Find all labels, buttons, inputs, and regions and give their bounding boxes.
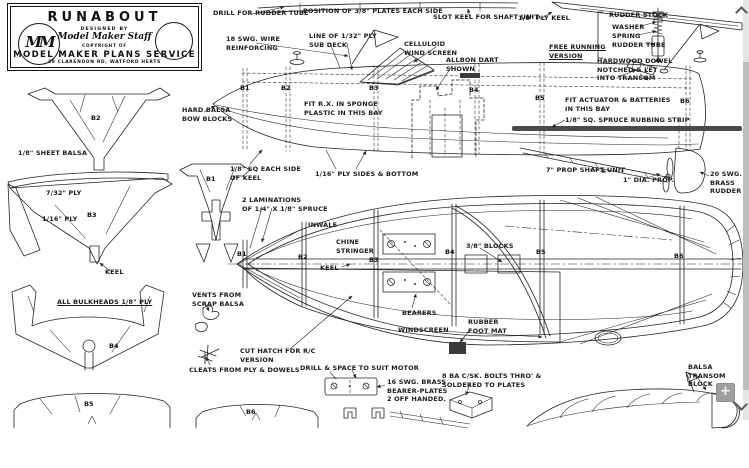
- annotation-label: 16 SWG. BRASS BEARER-PLATES 2 OFF HANDED…: [387, 378, 448, 404]
- part-label: B1: [237, 250, 247, 258]
- bolted-bracket-detail: [449, 391, 493, 419]
- title-block: RUNABOUT DESIGNED BY Model Maker Staff C…: [7, 3, 202, 71]
- part-label: B6: [674, 252, 684, 260]
- cleats-detail: [197, 344, 220, 365]
- annotation-label: LINE OF 1/32" PLY SUB DECK: [309, 32, 377, 49]
- part-label: B2: [298, 253, 308, 261]
- isometric-framing-view: [526, 371, 740, 429]
- annotation-label: WINDSCREEN: [398, 326, 449, 334]
- annotation-label: DRILL FOR RUDDER TUBE: [213, 9, 309, 17]
- rudder-hardware-detail: [597, 7, 720, 81]
- part-label: B2: [91, 114, 101, 122]
- annotation-label: 18 SWG. WIRE REINFORCING: [226, 35, 281, 52]
- annotation-label: BEARERS: [402, 309, 437, 317]
- annotation-label: SLOT KEEL FOR SHAFT UNIT: [433, 13, 539, 21]
- bulkhead-b6-section: [195, 404, 319, 429]
- annotation-label: 2 LAMINATIONS OF 1/4" X 1/8" SPRUCE: [242, 196, 328, 213]
- bent-plates-detail: [343, 407, 471, 429]
- part-label: B2: [281, 84, 291, 92]
- part-label: B3: [369, 84, 379, 92]
- part-label: B1: [240, 84, 250, 92]
- annotation-label: SPRING: [612, 32, 641, 40]
- annotation-label: RUBBER FOOT MAT: [468, 318, 507, 335]
- annotation-label: ALLBON DART SHOWN: [446, 56, 499, 73]
- part-label: B5: [536, 248, 546, 256]
- annotation-label: FIT R.X. IN SPONGE PLASTIC IN THIS BAY: [304, 100, 383, 117]
- annotation-label: 1/16" PLY: [42, 215, 78, 223]
- side-elevation-view: [212, 29, 742, 194]
- annotation-label: FREE RUNNING VERSION: [549, 43, 606, 60]
- annotation-label: 7" PROP SHAFT UNIT: [546, 166, 626, 174]
- annotation-label: 1/8" SHEET BALSA: [18, 149, 88, 157]
- designer-name: Model Maker Staff: [57, 32, 152, 42]
- annotation-label: HARDWOOD DOWEL NOTCHED & LET INTO TRANSO…: [597, 57, 673, 83]
- part-label: B1: [206, 175, 216, 183]
- part-label: B5: [535, 94, 545, 102]
- plus-icon: +: [720, 384, 731, 399]
- plan-title: RUNABOUT: [47, 10, 162, 25]
- publisher-name: MODEL MAKER PLANS SERVICE: [13, 50, 196, 60]
- annotation-label: CLEATS FROM PLY & DOWELS: [189, 366, 300, 374]
- bulkhead-b3-section: [7, 171, 173, 265]
- bulkhead-b2-section: [27, 87, 171, 171]
- zoom-in-button[interactable]: +: [716, 383, 735, 402]
- bearer-plate-detail: [324, 377, 378, 396]
- part-label: B3: [369, 256, 379, 264]
- annotation-label: BALSA TRANSOM BLOCK: [688, 363, 726, 389]
- part-label: B4: [469, 86, 479, 94]
- annotation-label: 1/16" PLY SIDES & BOTTOM: [315, 170, 419, 178]
- annotation-label: INWALE: [308, 221, 338, 229]
- part-label: B3: [87, 211, 97, 219]
- part-label: B4: [445, 248, 455, 256]
- annotation-label: CUT HATCH FOR R/C VERSION: [240, 347, 316, 364]
- annotation-label: 1" DIA. PROP.: [623, 176, 675, 184]
- annotation-label: ALL BULKHEADS 1/8" PLY: [57, 298, 153, 306]
- designed-by-label: DESIGNED BY: [80, 27, 129, 32]
- vents-detail: [194, 305, 220, 332]
- top-strip-view: [257, 1, 743, 31]
- title-block-inner: RUNABOUT DESIGNED BY Model Maker Staff C…: [10, 6, 199, 68]
- part-label: B6: [246, 408, 256, 416]
- annotation-label: POSITION OF 3/8" PLATES EACH SIDE: [303, 7, 443, 15]
- mm-logo: MM: [18, 23, 60, 65]
- annotation-label: WASHER: [612, 23, 645, 31]
- bulkhead-b1-section: [179, 163, 251, 263]
- copyright-label: COPYRIGHT OF: [82, 43, 127, 48]
- annotation-label: 3/8" BLOCKS: [466, 242, 514, 250]
- annotation-label: 8 BA C/SK. BOLTS THRO' & SOLDERED TO PLA…: [442, 372, 542, 389]
- part-label: B5: [84, 400, 94, 408]
- annotation-label: CELLULOID WIND SCREEN: [404, 40, 458, 57]
- bulkhead-b5-section: [13, 393, 171, 429]
- leader-lines: [99, 6, 710, 396]
- bulkhead-b4-section: [11, 284, 165, 371]
- publisher-address: 38 CLARENDON RD, WATFORD HERTS: [48, 60, 161, 65]
- annotation-label: KEEL: [320, 264, 339, 272]
- annotation-label: RUDDER TUBE: [612, 41, 666, 49]
- annotation-label: CHINE STRINGER: [336, 238, 374, 255]
- annotation-label: VENTS FROM SCRAP BALSA: [192, 291, 245, 308]
- mm-logo-text: MM: [25, 33, 55, 51]
- stamp-circle: [155, 22, 193, 60]
- annotation-label: 1/8" SQ. SPRUCE RUBBING STRIP: [565, 116, 690, 124]
- vertical-scrollbar-thumb[interactable]: [743, 62, 749, 390]
- annotation-label: 1/8" PLY KEEL: [518, 14, 570, 22]
- annotation-label: 1/8" SQ EACH SIDE OF KEEL: [230, 165, 301, 182]
- part-label: B4: [109, 342, 119, 350]
- plan-top-view: [227, 195, 749, 354]
- annotation-label: RUDDER STOCK: [609, 11, 669, 19]
- annotation-label: HARD BALSA BOW BLOCKS: [182, 106, 233, 123]
- annotation-label: 20 SWG. BRASS RUDDER: [710, 170, 743, 196]
- annotation-label: KEEL: [105, 268, 124, 276]
- annotation-label: DRILL & SPACE TO SUIT MOTOR: [300, 364, 419, 372]
- annotation-label: FIT ACTUATOR & BATTERIES IN THIS BAY: [565, 96, 671, 113]
- annotation-label: 7/32" PLY: [46, 189, 82, 197]
- part-label: B6: [680, 97, 690, 105]
